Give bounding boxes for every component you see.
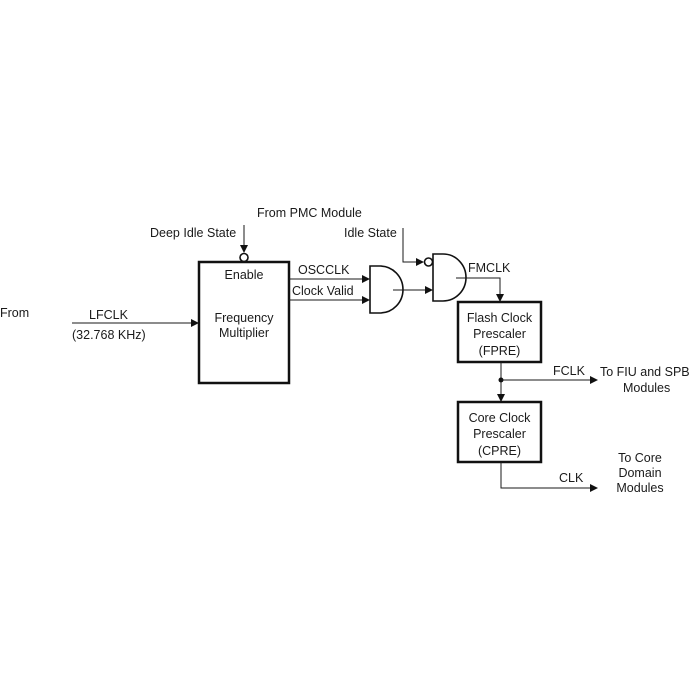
clk-wire xyxy=(500,462,591,489)
fmclk-arrow xyxy=(496,294,504,302)
core-clock-prescaler-block xyxy=(456,400,543,464)
enable-label: Enable xyxy=(225,268,264,282)
clk-destination-label-2: Domain xyxy=(618,466,661,480)
idle-state-arrow xyxy=(416,258,424,266)
from-label: From xyxy=(0,306,29,320)
idle-state-wire xyxy=(402,228,418,263)
and-gate-1-output-arrow xyxy=(425,286,433,294)
clock-valid-label: Clock Valid xyxy=(292,284,354,298)
lfclk-arrow xyxy=(191,319,199,327)
cpre-label-3: (CPRE) xyxy=(478,444,521,458)
clk-arrow xyxy=(590,484,598,492)
flash-clock-prescaler-block xyxy=(456,300,543,364)
clk-destination-label-1: To Core xyxy=(618,451,662,465)
fclk-destination-label-1: To FIU and SPB xyxy=(600,365,690,379)
idle-state-inverter-bubble xyxy=(423,257,434,267)
and-gate-2 xyxy=(432,253,467,302)
lfclk-label: LFCLK xyxy=(89,308,129,322)
oscclk-label: OSCCLK xyxy=(298,263,350,277)
deep-idle-inverter-bubble xyxy=(239,252,249,263)
fmclk-wire xyxy=(456,277,501,296)
fpre-label-1: Flash Clock xyxy=(467,311,533,325)
clock-valid-arrow xyxy=(362,296,370,304)
clk-label: CLK xyxy=(559,471,584,485)
fclk-label: FCLK xyxy=(553,364,586,378)
fpre-label-3: (FPRE) xyxy=(479,344,521,358)
frequency-multiplier-label-1: Frequency xyxy=(214,311,274,325)
deep-idle-state-label: Deep Idle State xyxy=(150,226,236,240)
cpre-label-1: Core Clock xyxy=(469,411,532,425)
fclk-arrow xyxy=(590,376,598,384)
cpre-input-arrow xyxy=(497,394,505,402)
fmclk-label: FMCLK xyxy=(468,261,511,275)
oscclk-arrow xyxy=(362,275,370,283)
clk-destination-label-3: Modules xyxy=(616,481,663,495)
fpre-label-2: Prescaler xyxy=(473,327,526,341)
from-pmc-module-label: From PMC Module xyxy=(257,206,362,220)
idle-state-label: Idle State xyxy=(344,226,397,240)
lfclk-frequency-label: (32.768 KHz) xyxy=(72,328,146,342)
frequency-multiplier-label-2: Multiplier xyxy=(219,326,269,340)
cpre-label-2: Prescaler xyxy=(473,427,526,441)
fclk-destination-label-2: Modules xyxy=(623,381,670,395)
deep-idle-arrow xyxy=(240,245,248,253)
and-gate-1 xyxy=(369,265,404,314)
frequency-multiplier-block xyxy=(197,260,291,385)
